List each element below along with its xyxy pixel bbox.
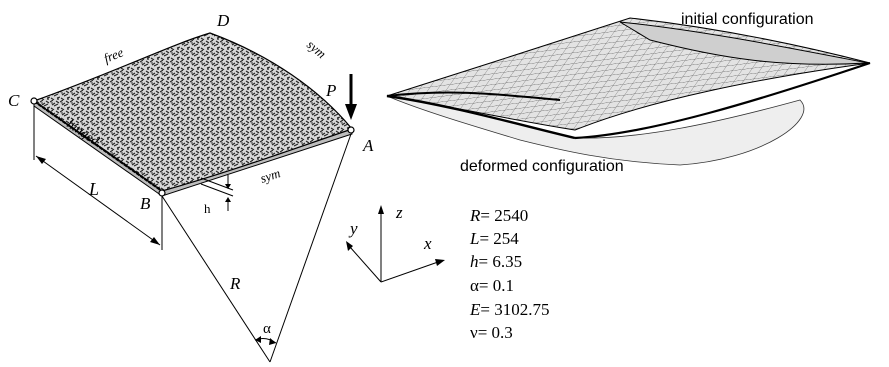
edge-label-free: free: [102, 44, 126, 65]
radius-line-A: [269, 133, 352, 363]
point-label-D: D: [216, 11, 230, 30]
param-nu: ν= 0.3: [470, 323, 513, 342]
edge-label-sym-right: sym: [304, 37, 329, 61]
param-R-symbol: R: [469, 206, 481, 225]
param-alpha: α= 0.1: [470, 276, 514, 295]
param-L-value: = 254: [479, 229, 519, 248]
initial-edge-left: [386, 91, 561, 101]
radius-line-B: [161, 195, 271, 363]
param-L-symbol: L: [469, 229, 479, 248]
angle-arrow-right: [269, 338, 276, 345]
initial-configuration-label: initial configuration: [681, 11, 814, 28]
param-R-value: = 2540: [480, 206, 528, 225]
dim-L-arrow-end: [150, 237, 160, 245]
dim-h-head-top: [225, 184, 231, 189]
axis-x-line: [380, 261, 439, 283]
axis-label-z: z: [395, 203, 403, 222]
axis-y-line: [349, 246, 382, 283]
dim-h-head-bottom: [225, 197, 231, 202]
param-nu-value: = 0.3: [478, 323, 513, 342]
deformed-edge-front: [386, 94, 576, 140]
node-B: [158, 189, 166, 197]
axis-x-head: [435, 259, 445, 266]
axis-y-head: [346, 241, 353, 251]
dim-h-leader-bottom: [200, 183, 234, 197]
dim-label-L: L: [88, 179, 99, 199]
configuration-comparison-diagram: initial configuration deformed configura…: [386, 11, 871, 175]
param-L: L= 254: [469, 229, 519, 248]
param-h-value: = 6.35: [479, 252, 523, 271]
dim-label-h: h: [204, 201, 211, 216]
shell-surface: [32, 32, 354, 192]
param-alpha-symbol: α: [470, 276, 479, 295]
axis-z-head: [378, 205, 384, 214]
axis-label-y: y: [348, 219, 358, 238]
deformed-configuration-label: deformed configuration: [460, 158, 624, 175]
hinged-support-line: [33, 100, 163, 192]
param-E-value: = 3102.75: [480, 300, 549, 319]
parameter-list: R= 2540 L= 254 h= 6.35 α= 0.1 E= 3102.75…: [469, 206, 549, 342]
angle-arrow-left: [255, 336, 261, 343]
param-E-symbol: E: [469, 300, 481, 319]
param-h: h= 6.35: [470, 252, 522, 271]
param-nu-symbol: ν: [470, 323, 478, 342]
point-label-C: C: [8, 91, 20, 110]
load-arrow-head: [345, 104, 357, 120]
param-h-symbol: h: [470, 252, 479, 271]
load-label-P: P: [325, 81, 336, 100]
point-label-B: B: [140, 194, 151, 213]
node-C: [30, 97, 38, 105]
dim-label-R: R: [229, 274, 241, 293]
shell-geometry-diagram: C D A B free sym sym hinged P L h R: [8, 11, 445, 363]
node-A: [347, 126, 355, 134]
dim-L-line: [35, 155, 161, 246]
param-E: E= 3102.75: [469, 300, 549, 319]
deformed-edge-back: [574, 61, 871, 140]
edge-label-sym-bottom: sym: [258, 165, 282, 186]
param-alpha-value: = 0.1: [479, 276, 514, 295]
axis-label-x: x: [423, 234, 432, 253]
dim-label-alpha: α: [263, 321, 271, 337]
param-R: R= 2540: [469, 206, 528, 225]
dim-L-arrow-start: [36, 156, 46, 164]
point-label-A: A: [362, 136, 374, 155]
